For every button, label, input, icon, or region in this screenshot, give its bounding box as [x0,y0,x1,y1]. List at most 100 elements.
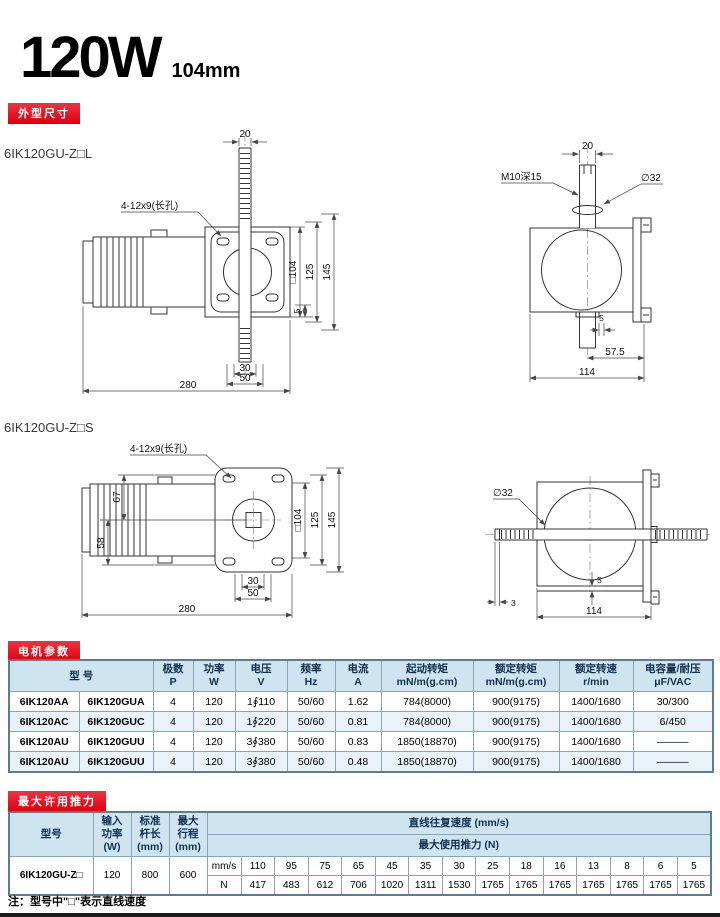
cell: 1765 [475,875,510,896]
cell: 5 [676,856,712,877]
cell: 1765 [542,875,578,896]
dim-label-rod-width: 20 [239,129,251,140]
drawing-l-side-view: 20 4-12x9(长孔) □104 125 145 5 30 50 280 [82,129,339,394]
col-header-rated-speed: 额定转速 r/min [558,659,634,693]
col-header-start-torque: 起动转矩 mN/m(g.cm) [380,659,474,693]
dim-label-5: 5 [597,575,602,585]
cell: 30 [441,856,477,877]
power-cell: 120 [92,856,132,896]
cell: 900(9175) [472,751,560,773]
dimension-lines [487,498,652,620]
drawing-s-end-view: ∅32 5 3 114 [485,469,710,620]
cell: 900(9175) [472,711,560,733]
dim-label-3: 3 [511,598,516,608]
table-row-speeds: 6IK120GU-Z□ 120 800 600 mm/s 110 95 75 6… [8,856,712,896]
page-subtitle: 104mm [171,60,241,82]
cell: 75 [307,856,343,877]
dim-label-114: 114 [586,606,602,617]
dim-label-57-5: 57.5 [605,347,625,358]
unit-cell: mm/s [206,856,242,877]
table-row: 6IK120AU 6IK120GUU 4 120 3∮380 50/60 0.8… [8,731,714,753]
max-thrust-table: 型号 输入 功率 (W) 标准 杆长 (mm) 最大 行程 (mm) 直线往复速… [8,811,712,897]
cell: 50/60 [286,691,336,713]
cell: 0.81 [334,711,382,733]
col-header-model: 型号 [8,811,94,858]
cell: 50/60 [286,731,336,753]
dim-label-280: 280 [180,380,197,391]
dimension-lines [501,150,663,382]
cell: 120 [192,691,236,713]
cell: 8 [609,856,645,877]
cell: 900(9175) [472,691,560,713]
cell: 120 [192,751,236,773]
cell: 1∮110 [234,691,288,713]
table-row: 6IK120AU 6IK120GUU 4 120 3∮380 50/60 0.4… [8,751,714,773]
cell: 6IK120GUU [78,731,154,753]
col-header-rod-length: 标准 杆长 (mm) [130,811,170,858]
cell: 4 [152,751,194,773]
col-header-model: 型 号 [8,659,154,693]
dimension-lines [81,454,344,618]
cell: 1.62 [334,691,382,713]
col-header-power: 功率 W [192,659,236,693]
cell: 35 [408,856,443,877]
cell: 1400/1680 [558,711,634,733]
lead-screw [494,526,708,543]
dim-label-125: 125 [310,511,321,528]
mounting-flange [632,217,652,323]
title-block: 120W 104mm [20,25,241,90]
cell: 6IK120AC [8,711,80,733]
dim-label-5: 5 [292,308,302,313]
cell: 1400/1680 [558,751,634,773]
model-cell: 6IK120GU-Z□ [8,856,94,896]
col-header-input-power: 输入 功率 (W) [92,811,132,858]
flange-plate [214,467,293,573]
cell: 784(8000) [380,691,474,713]
cell: 1530 [441,875,477,896]
model-label-l: 6IK120GU-Z□L [4,146,93,161]
dim-label-square104: □104 [288,260,299,283]
table-row: 6IK120AC 6IK120GUC 4 120 1∮220 50/60 0.8… [8,711,714,733]
cell: 6/450 [632,711,714,733]
motor-body [82,229,206,315]
cell: 4 [152,711,194,733]
col-header-voltage: 电压 V [234,659,288,693]
dim-label-dia32: ∅32 [641,173,661,184]
unit-cell: N [206,875,242,896]
dim-label-5: 5 [599,313,604,323]
cell: 1765 [609,875,645,896]
cell: 45 [374,856,410,877]
cell: 3∮380 [234,751,288,773]
dim-label-dia32: ∅32 [493,488,513,499]
section-badge-dimensions: 外型尺寸 [8,103,80,124]
dim-label-tap: M10深15 [501,171,542,183]
dim-label-280: 280 [179,604,196,615]
drawing-s-front-view: 4-12x9(长孔) 67 58 □104 125 145 30 50 280 [81,443,344,618]
col-header-poles: 极数 P [152,659,194,693]
cell: 50/60 [286,711,336,733]
cell: 1020 [374,875,410,896]
cell: 16 [542,856,578,877]
dim-label-114: 114 [579,367,595,378]
cell: 50/60 [286,751,336,773]
dim-label-50: 50 [247,588,259,599]
col-header-rated-torque: 额定转矩 mN/m(g.cm) [472,659,560,693]
motor-params-table: 型 号 极数 P 功率 W 电压 V 频率 Hz 电流 A 起动转矩 mN/m(… [8,659,715,774]
table-header-row: 型 号 极数 P 功率 W 电压 V 频率 Hz 电流 A 起动转矩 mN/m(… [8,659,714,693]
cell: 95 [274,856,309,877]
dim-label-67: 67 [112,491,123,503]
dimension-lines [82,138,339,394]
output-rod [572,164,603,349]
col-header-stroke: 最大 行程 (mm) [168,811,208,858]
cell: 120 [192,711,236,733]
cell: 4 [152,731,194,753]
dim-label-145: 145 [322,263,333,280]
cell: 900(9175) [472,731,560,753]
cell: 1400/1680 [558,731,634,753]
cell: 13 [576,856,611,877]
cell: ——— [632,731,714,753]
cell: 784(8000) [380,711,474,733]
page-title: 120W [20,25,163,90]
cell: 1850(18870) [380,731,474,753]
